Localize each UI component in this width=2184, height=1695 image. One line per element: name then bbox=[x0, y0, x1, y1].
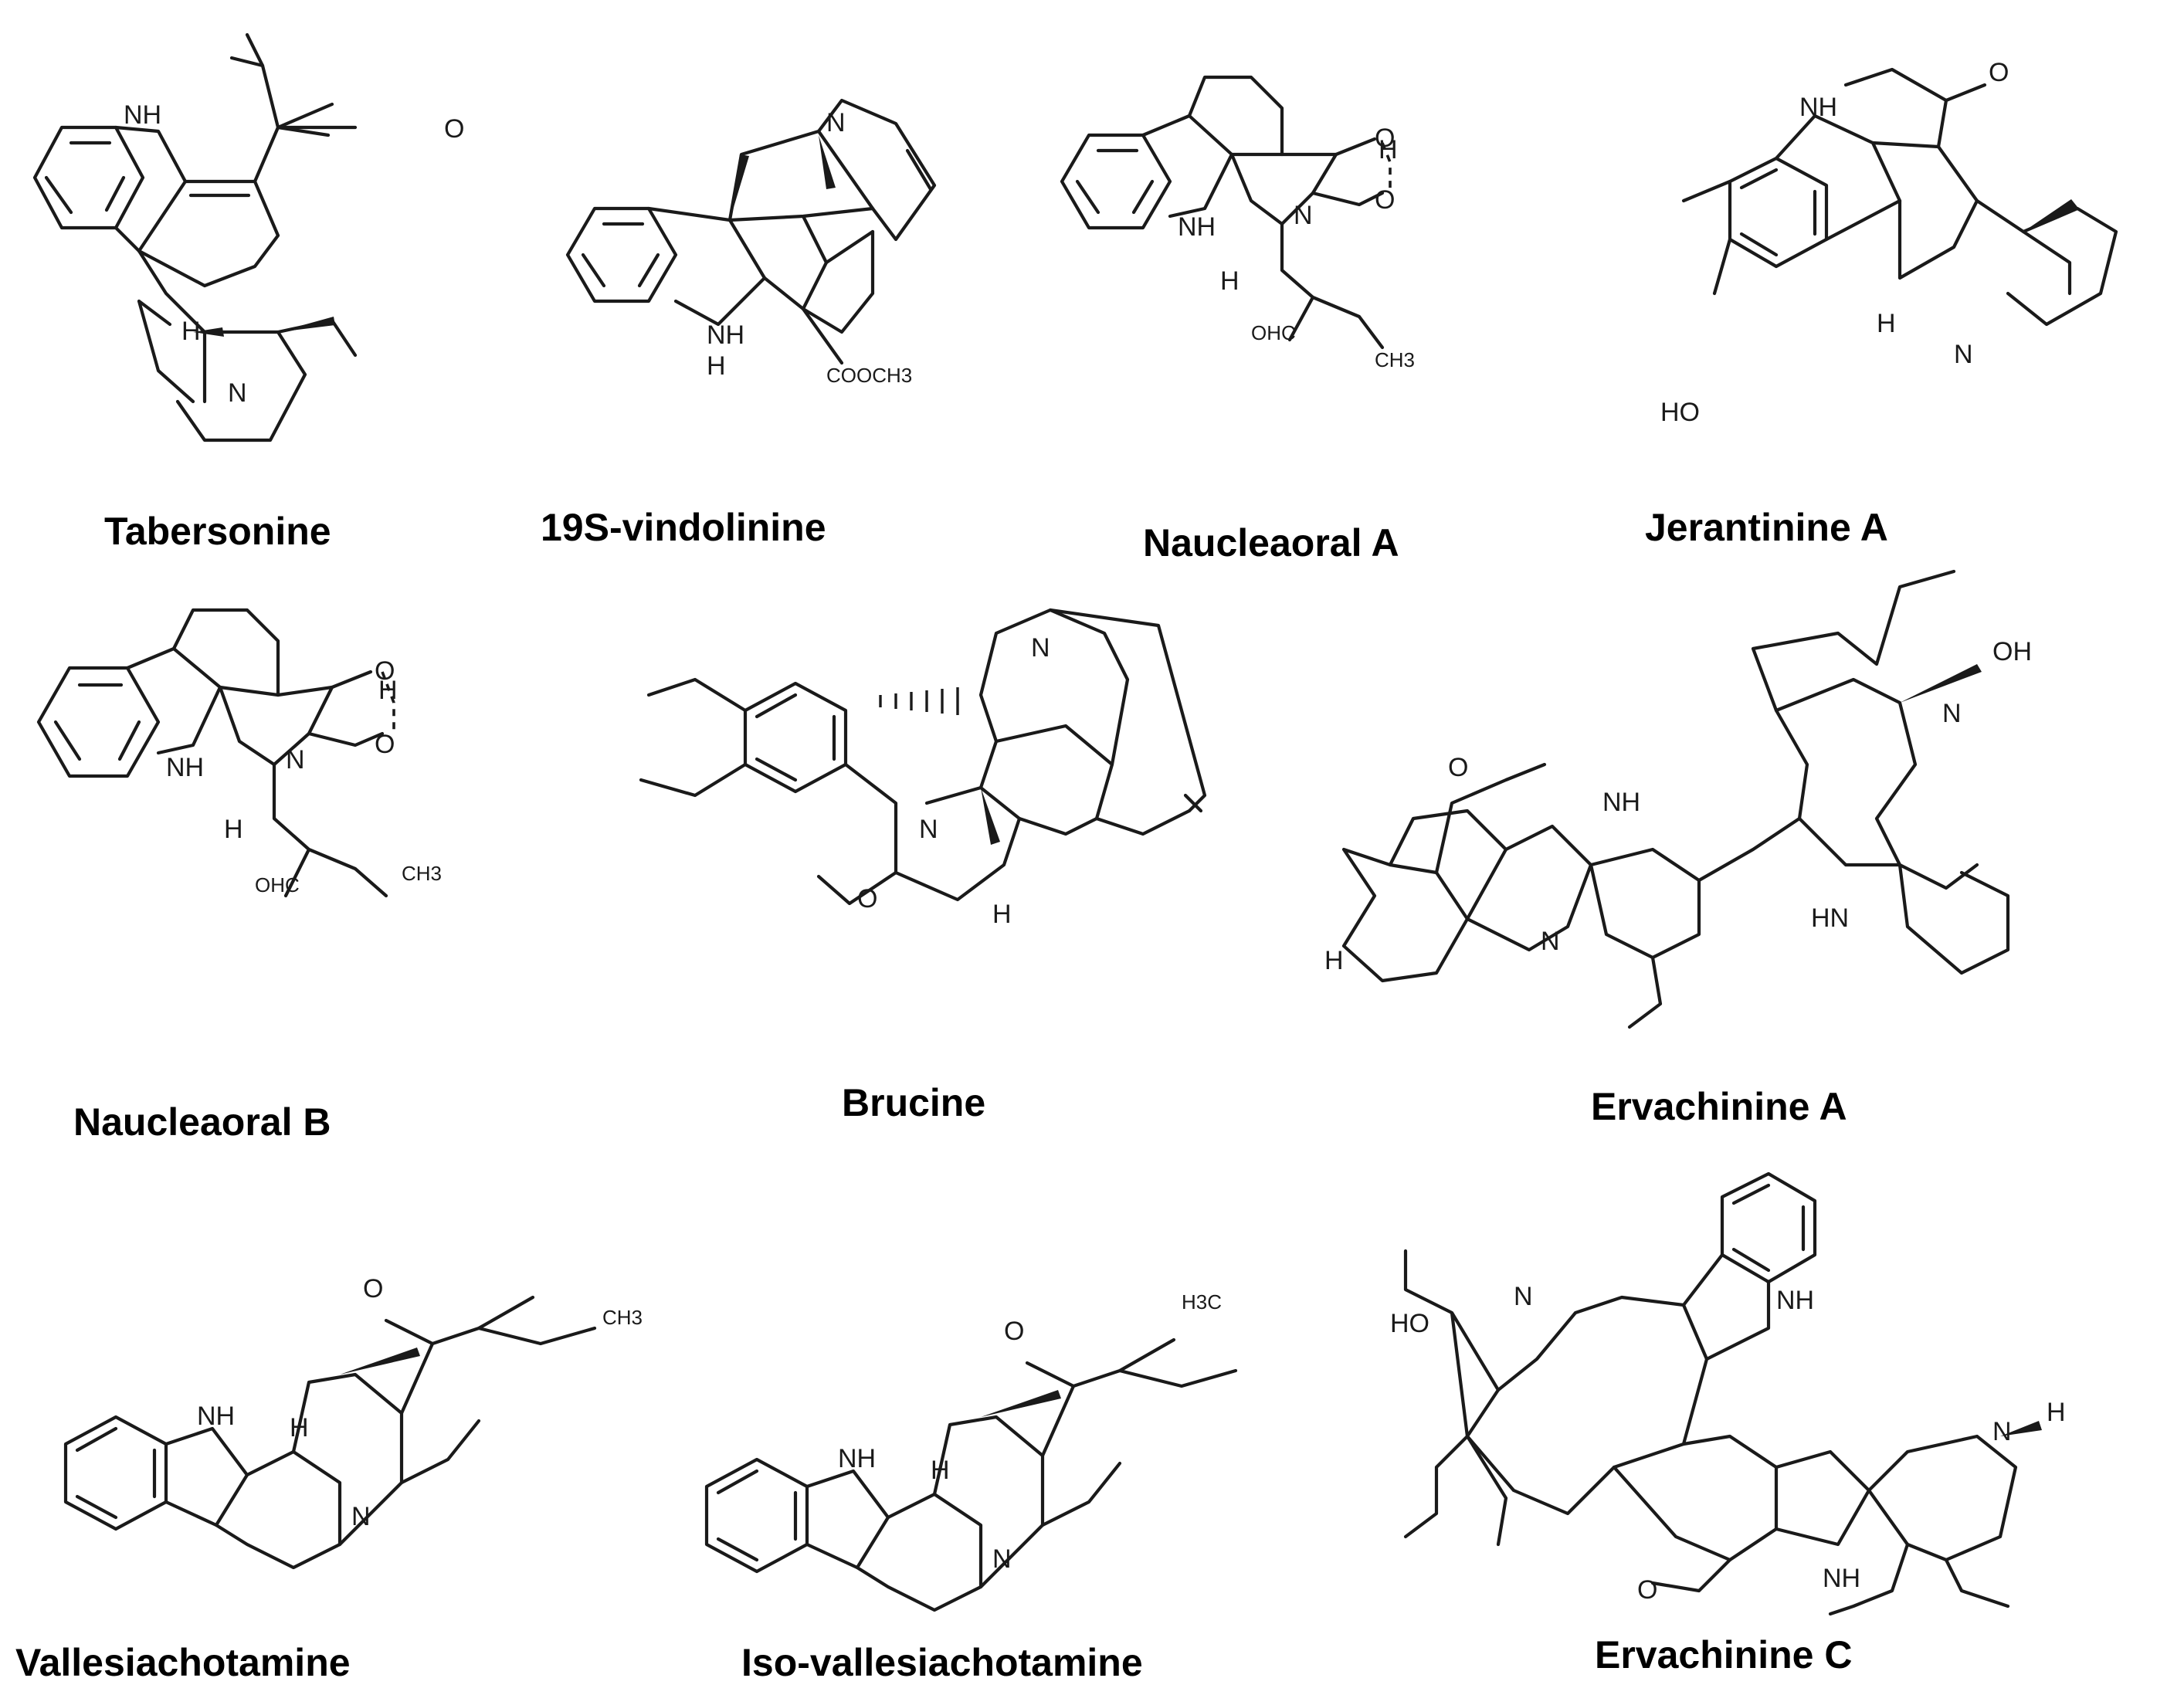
atom-n: N bbox=[286, 745, 305, 775]
atom-ch3: CH3 bbox=[1375, 348, 1415, 371]
atom-nh: NH bbox=[197, 1402, 235, 1431]
structure-ervachinine-a: NH HN N N OH H O Ervachinine A bbox=[1324, 569, 2032, 1128]
caption-19s-vindolinine: 19S-vindolinine bbox=[541, 506, 826, 549]
caption-vallesiachotamine: Vallesiachotamine bbox=[15, 1641, 351, 1684]
atom-h: H bbox=[290, 1413, 309, 1442]
atom-ch3: CH3 bbox=[402, 862, 442, 885]
atom-h2: H bbox=[378, 676, 398, 705]
atom-n2: N bbox=[919, 815, 938, 844]
hash-bond bbox=[879, 687, 959, 715]
caption-naucleaoral-b: Naucleaoral B bbox=[73, 1100, 331, 1144]
structure-iso-vallesiachotamine: NH H N O H3C Iso-vallesiachotamine bbox=[704, 1290, 1238, 1684]
atom-nh: NH bbox=[707, 320, 744, 350]
atom-n: N bbox=[1514, 1282, 1533, 1311]
caption-jerantinine-a: Jerantinine A bbox=[1645, 506, 1888, 549]
atom-o: O bbox=[1989, 58, 2009, 87]
atom-ho: HO bbox=[1390, 1309, 1429, 1338]
atom-o: O bbox=[375, 656, 395, 686]
atom-h: H bbox=[931, 1456, 950, 1485]
structure-naucleaoral-a: O H O N NH H OHC CH3 Naucleaoral A bbox=[1060, 75, 1415, 564]
atom-n: N bbox=[351, 1502, 371, 1531]
atom-n: N bbox=[1954, 340, 1973, 369]
caption-tabersonine: Tabersonine bbox=[104, 510, 331, 553]
atom-n: N bbox=[826, 108, 846, 137]
atom-h: H bbox=[707, 351, 726, 381]
atom-h: H bbox=[992, 900, 1012, 929]
atom-ester: COOCH3 bbox=[826, 364, 912, 387]
atom-o2: O bbox=[375, 730, 395, 759]
atom-o: O bbox=[857, 884, 877, 914]
atom-o2: O bbox=[1375, 185, 1395, 215]
atom-ch3: CH3 bbox=[602, 1306, 643, 1329]
caption-ervachinine-c: Ervachinine C bbox=[1595, 1633, 1852, 1676]
atom-oh: OH bbox=[1992, 637, 2032, 666]
atom-h2: H bbox=[1379, 135, 1398, 164]
atom-nh: NH bbox=[1799, 93, 1837, 122]
atom-o: O bbox=[1375, 124, 1395, 153]
atom-n: N bbox=[992, 1544, 1012, 1574]
atom-n: N bbox=[1541, 927, 1560, 956]
atom-nh: NH bbox=[166, 753, 204, 782]
atom-n2: N bbox=[1942, 699, 1962, 728]
atom-o: O bbox=[1637, 1575, 1657, 1605]
caption-brucine: Brucine bbox=[842, 1081, 985, 1124]
atom-cho: OHC bbox=[255, 873, 300, 897]
atom-h: H bbox=[1324, 946, 1344, 975]
atom-nh: NH bbox=[1178, 212, 1216, 242]
atom-h: H bbox=[224, 815, 243, 844]
structure-jerantinine-a: NH O H N HO Jerantinine A bbox=[1645, 58, 2118, 549]
structure-brucine: N N O H Brucine bbox=[639, 608, 1207, 1124]
caption-ervachinine-a: Ervachinine A bbox=[1591, 1085, 1847, 1128]
atom-nh: NH bbox=[838, 1444, 876, 1473]
atom-h: H bbox=[1877, 309, 1896, 338]
atom-h: H bbox=[2047, 1398, 2066, 1427]
atom-hn: HN bbox=[1811, 903, 1849, 933]
atom-n2: N bbox=[1992, 1417, 2012, 1446]
atom-h3c: H3C bbox=[1182, 1290, 1222, 1314]
structure-naucleaoral-b: O H O N NH H OHC CH3 Naucleaoral B bbox=[36, 608, 442, 1144]
atom-o: O bbox=[444, 114, 464, 144]
atom-nh: NH bbox=[1602, 788, 1640, 817]
atom-n: N bbox=[1031, 633, 1050, 663]
atom-hn: NH bbox=[1823, 1564, 1860, 1593]
atom-cho: OHC bbox=[1251, 321, 1296, 344]
atom-o: O bbox=[1004, 1317, 1024, 1346]
atom-h: H bbox=[181, 317, 201, 346]
atom-o: O bbox=[1448, 753, 1468, 782]
structure-19s-vindolinine: N NH H COOCH3 19S-vindolinine bbox=[541, 98, 937, 549]
atom-nh: NH bbox=[124, 100, 161, 130]
atom-h: H bbox=[1220, 266, 1240, 296]
caption-naucleaoral-a: Naucleaoral A bbox=[1143, 521, 1399, 564]
caption-iso-vallesiachotamine: Iso-vallesiachotamine bbox=[741, 1641, 1143, 1684]
structure-ervachinine-c: NH NH N N HO H O Ervachinine C bbox=[1390, 1171, 2066, 1676]
atom-n: N bbox=[228, 378, 247, 408]
atom-o: O bbox=[363, 1274, 383, 1303]
structure-tabersonine: NH O H N Tabersonine bbox=[32, 32, 464, 553]
atom-ho: HO bbox=[1660, 398, 1700, 427]
atom-n: N bbox=[1294, 201, 1313, 230]
structure-vallesiachotamine: NH H N O CH3 Vallesiachotamine bbox=[15, 1274, 643, 1684]
atom-nh: NH bbox=[1776, 1286, 1814, 1315]
